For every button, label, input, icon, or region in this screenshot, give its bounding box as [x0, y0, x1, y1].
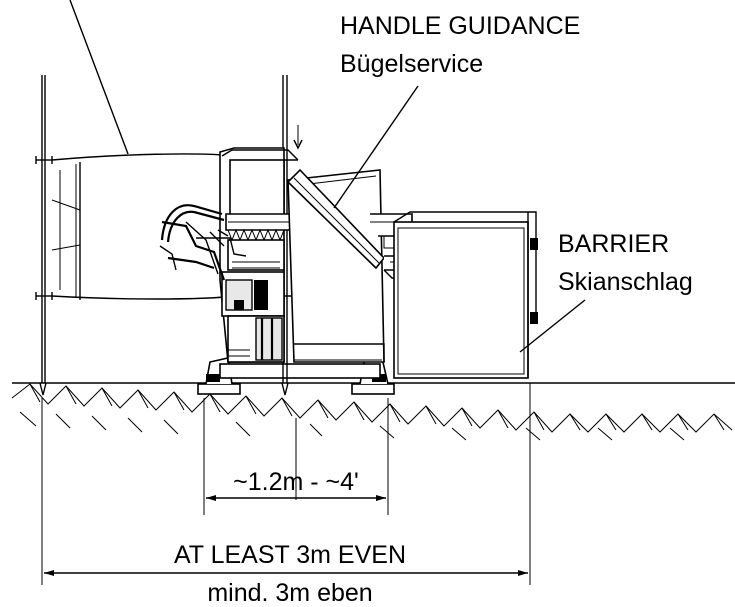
label-dimension-center: ~1.2m - ~4'	[233, 468, 359, 496]
label-dimension-total-de: mind. 3m eben	[207, 579, 372, 607]
label-dimension-total-en: AT LEAST 3m EVEN	[174, 541, 406, 569]
fence-pole-left	[35, 75, 53, 396]
machine-body	[219, 147, 301, 363]
leader-handle-guidance	[333, 85, 419, 209]
label-barrier-en: BARRIER	[558, 230, 669, 258]
barrier-box	[393, 211, 538, 379]
handle-rails	[159, 204, 247, 281]
machine-feet	[197, 357, 395, 395]
leader-lines	[69, 0, 586, 353]
label-handle-guidance-de: Bügelservice	[340, 50, 483, 78]
leader-barrier	[519, 299, 586, 353]
leader-fence	[69, 0, 129, 155]
ground-hatching	[11, 383, 733, 441]
label-barrier-de: Skianschlag	[558, 268, 693, 296]
dimension-center	[203, 398, 389, 515]
dimension-total	[41, 383, 531, 585]
label-handle-guidance-en: HANDLE GUIDANCE	[340, 12, 580, 40]
fence-net-left	[51, 153, 237, 300]
